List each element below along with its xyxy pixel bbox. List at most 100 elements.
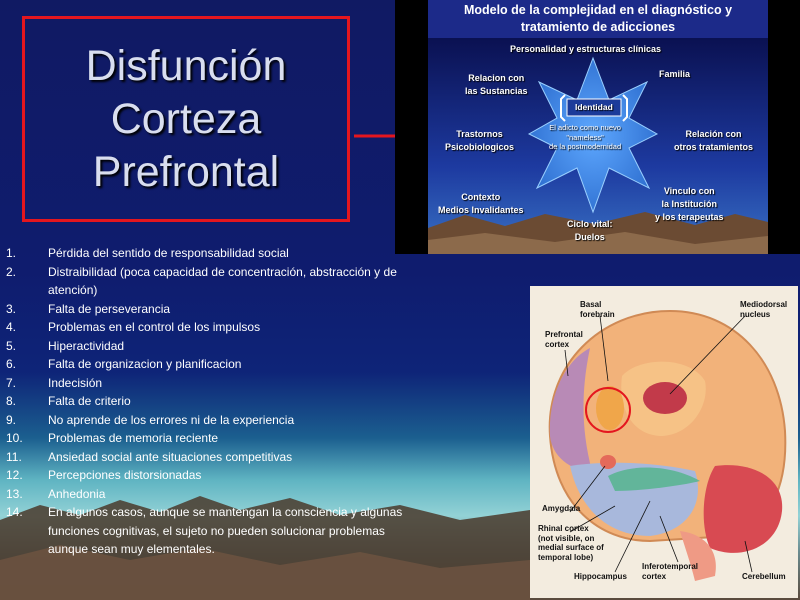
label-cerebellum: Cerebellum [742, 572, 786, 581]
list-item: 6. Falta de organizacion y planificacion [6, 355, 526, 374]
diagram-title: Modelo de la complejidad en el diagnósti… [428, 0, 768, 38]
list-item-text: Anhedonia [48, 486, 106, 501]
list-item-number: 13. [6, 486, 23, 501]
label-prefrontal-2: cortex [545, 339, 570, 349]
addiction-model-diagram: Modelo de la complejidad en el diagnósti… [395, 0, 800, 254]
label-basal-2: forebrain [580, 309, 615, 319]
label-institution-1: Vinculo con [663, 186, 715, 196]
dysfunction-list: 1. Pérdida del sentido de responsabilidad… [6, 244, 526, 559]
label-center: El adicto como nuevo "nameless" de la po… [549, 123, 621, 152]
label-treatments-1: Relación con [685, 129, 742, 139]
label-personality: Personalidad y estructuras clínicas [510, 44, 662, 54]
diagram-title-line-1: Modelo de la complejidad en el diagnósti… [463, 3, 733, 17]
list-item-text: No aprende de los errores ni de la exper… [48, 412, 295, 427]
list-item-text: Ansiedad social ante situaciones competi… [48, 449, 293, 464]
label-basal-1: Basal [580, 300, 602, 309]
label-treatments: Relación con otros tratamientos [674, 128, 753, 154]
diagram-title-line-2: tratamiento de adicciones [520, 20, 676, 34]
label-rhinal-1: Rhinal cortex [538, 524, 589, 533]
list-item-text: Problemas en el control de los impulsos [48, 320, 261, 334]
list-item: 10.Problemas de memoria reciente [6, 429, 526, 448]
title-box: Disfunción Corteza Prefrontal [22, 16, 350, 222]
label-mediodorsal-1: Mediodorsal [740, 300, 788, 309]
label-rhinal-3: medial surface of [538, 543, 604, 552]
list-item-text: Pérdida del sentido de responsabilidad s… [48, 246, 289, 260]
label-institution-3: y los terapeutas [655, 212, 724, 222]
list-item-number: 14. [6, 505, 23, 519]
title-line-1: Disfunción [85, 41, 287, 90]
list-item-number: 7. [6, 375, 17, 390]
label-inferotemporal-1: Inferotemporal [642, 562, 699, 571]
list-item: 1. Pérdida del sentido de responsabilidad… [6, 244, 526, 263]
label-disorders: Trastornos Psicobiologicos [445, 128, 514, 154]
list-item-text: Indecisión [48, 375, 103, 390]
list-item-number: 4. [6, 320, 17, 334]
list-item: 11. Ansiedad social ante situaciones comp… [6, 448, 526, 467]
list-item: 8. Falta de criterio [6, 392, 526, 411]
list-item-number: 2. [6, 264, 17, 279]
list-item-text: Falta de organizacion y planificacion [48, 357, 242, 371]
label-substances: Relacion con las Sustancias [465, 72, 528, 98]
label-context-1: Contexto [461, 192, 501, 202]
title-line-3: Prefrontal [92, 147, 280, 196]
list-item: 14. En algunos casos, aunque se mantengan… [6, 503, 526, 559]
label-substances-2: las Sustancias [465, 86, 528, 96]
list-item: 5. Hiperactividad [6, 337, 526, 356]
label-life-cycle: Ciclo vital: Duelos [567, 218, 613, 244]
label-family: Familia [659, 69, 691, 79]
list-item: 4. Problemas en el control de los impulso… [6, 318, 526, 337]
label-disorders-1: Trastornos [456, 129, 503, 139]
label-hippocampus: Hippocampus [574, 572, 627, 581]
label-prefrontal-1: Prefrontal [545, 330, 583, 339]
label-center-3: de la postmodernidad [549, 142, 622, 151]
brain-illustration [548, 309, 787, 581]
label-center-2: "nameless" [566, 132, 604, 142]
label-identity: Identidad [575, 102, 613, 112]
label-institution: Vinculo con la Institución y los terapeu… [655, 185, 724, 224]
label-treatments-2: otros tratamientos [674, 142, 754, 152]
list-item-text: Falta de perseverancia [48, 301, 171, 316]
list-item: 3. Falta de perseverancia [6, 300, 526, 319]
list-item-number: 9. [6, 412, 17, 427]
list-item-text: Percepciones distorsionadas [48, 468, 202, 482]
list-item-text: En algunos casos, aunque se mantengan la… [48, 505, 403, 556]
list-item: 9. No aprende de los errores ni de la exp… [6, 411, 526, 430]
label-context-2: Medios Invalidantes [438, 205, 524, 215]
label-amygdala: Amygdala [542, 504, 581, 513]
slide-title: Disfunción Corteza Prefrontal [86, 40, 287, 199]
list-item-number: 6. [6, 357, 17, 371]
title-line-2: Corteza [110, 94, 262, 143]
label-substances-1: Relacion con [468, 73, 525, 83]
list-item-text: Hiperactividad [48, 338, 125, 353]
list-item-text: Falta de criterio [48, 394, 131, 408]
list-item-text: Distraibilidad (poca capacidad de concen… [48, 264, 397, 298]
label-rhinal-4: temporal lobe) [538, 552, 594, 562]
list-item-number: 10. [6, 431, 23, 445]
label-disorders-2: Psicobiologicos [445, 142, 515, 152]
label-rhinal-2: (not visible, on [538, 533, 595, 543]
label-life-cycle-2: Duelos [574, 232, 605, 242]
list-item-number: 5. [6, 338, 17, 353]
list-item-number: 11. [6, 449, 22, 464]
list-item: 2. Distraibilidad (poca capacidad de conc… [6, 263, 526, 300]
label-center-1: El adicto como nuevo [549, 123, 621, 132]
list-item: 7. Indecisión [6, 374, 526, 393]
list-item-number: 8. [6, 394, 17, 408]
list-item-number: 1. [6, 246, 17, 260]
list-item: 12.Percepciones distorsionadas [6, 466, 526, 485]
list-item: 13. Anhedonia [6, 485, 526, 504]
list-item-number: 3. [6, 301, 17, 316]
label-mediodorsal-2: nucleus [740, 309, 771, 319]
label-life-cycle-1: Ciclo vital: [567, 219, 613, 229]
diagram-background [428, 36, 768, 254]
label-institution-2: la Institución [661, 199, 718, 209]
label-context: Contexto Medios Invalidantes [438, 191, 524, 217]
label-inferotemporal-2: cortex [642, 571, 667, 581]
